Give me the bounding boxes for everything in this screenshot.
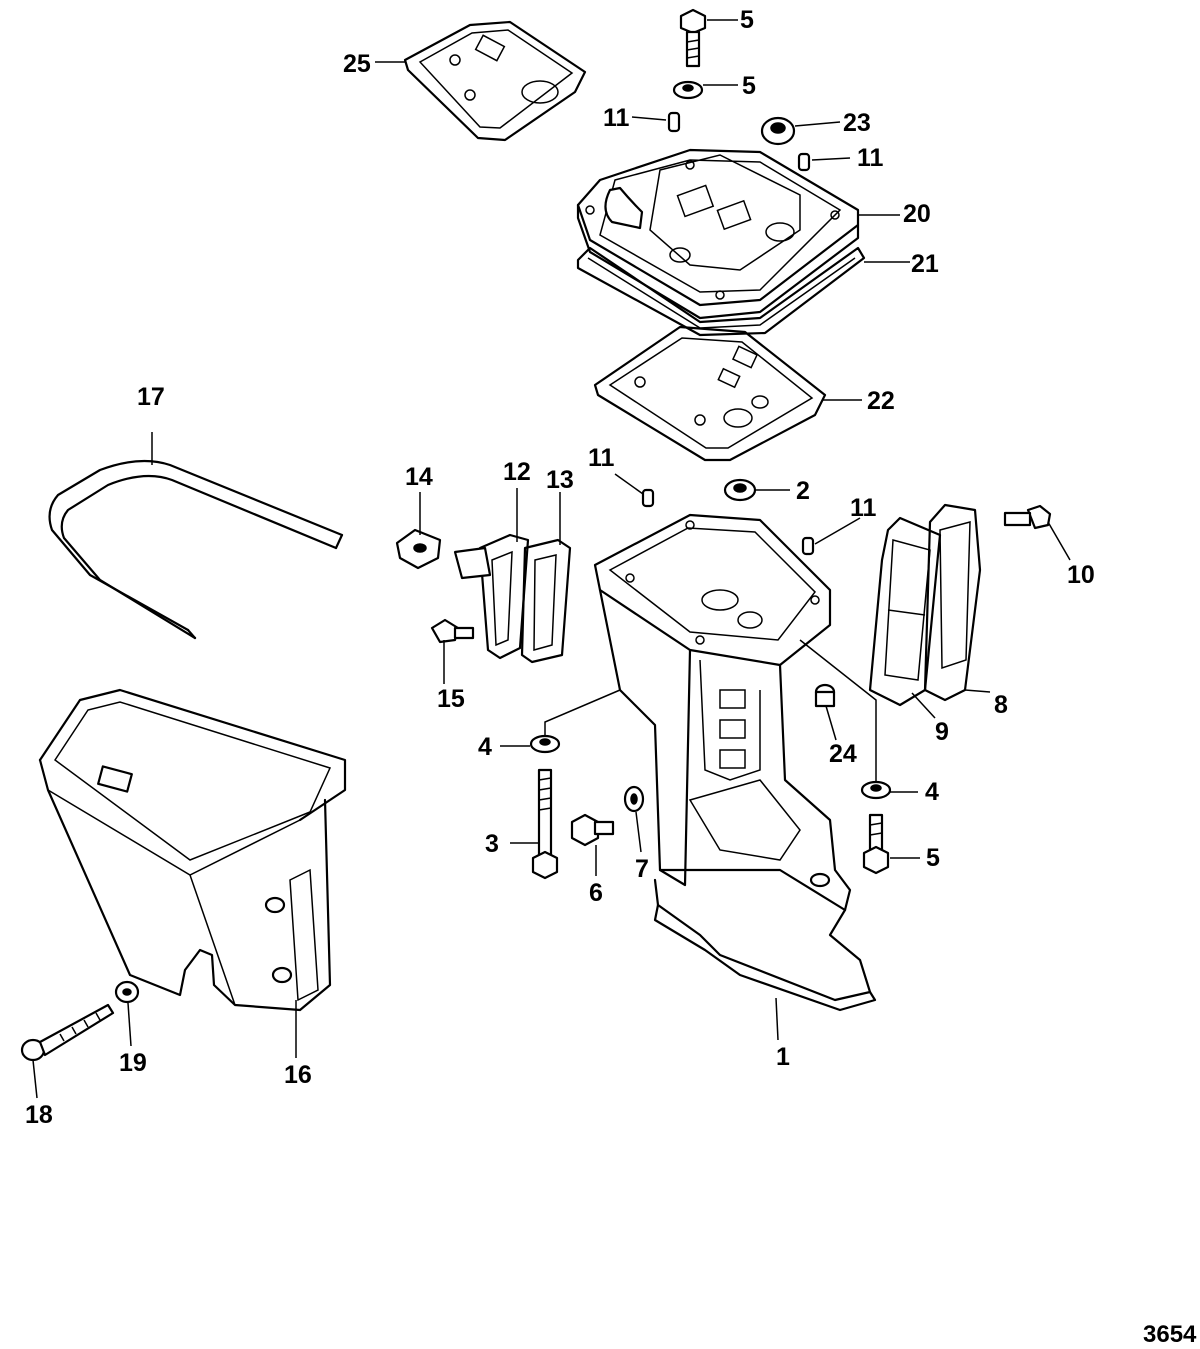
callout-22: 22 — [867, 387, 895, 415]
part-25-gasket — [403, 20, 587, 142]
callout-11: 11 — [588, 444, 615, 472]
callout-11: 11 — [603, 104, 630, 132]
callout-13: 13 — [546, 466, 574, 494]
part-11-dowel-a — [667, 111, 681, 133]
part-12-plate — [453, 533, 530, 660]
callout-25: 25 — [343, 50, 371, 78]
callout-1: 1 — [776, 1043, 790, 1071]
part-4-washer-right — [860, 780, 892, 800]
part-9-gasket — [868, 516, 942, 707]
part-1-driveshaft-housing — [593, 513, 877, 1012]
callout-15: 15 — [437, 685, 465, 713]
callout-11: 11 — [850, 494, 877, 522]
part-3-bolt — [531, 768, 559, 880]
part-11-dowel-b — [797, 152, 811, 172]
part-6-plug — [570, 813, 615, 847]
part-5-washer-top — [672, 80, 704, 100]
callout-9: 9 — [935, 718, 949, 746]
callout-21: 21 — [911, 250, 939, 278]
part-10-bolt — [1003, 504, 1052, 530]
callout-5: 5 — [740, 6, 754, 34]
part-15-bolt — [430, 618, 475, 644]
callout-23: 23 — [843, 109, 871, 137]
part-11-dowel-d — [801, 536, 815, 556]
callout-24: 24 — [829, 740, 857, 768]
part-5-bolt-top — [679, 8, 707, 68]
callout-18: 18 — [25, 1101, 53, 1129]
callout-19: 19 — [119, 1049, 147, 1077]
callout-3: 3 — [485, 830, 499, 858]
part-18-bolt — [20, 1003, 115, 1062]
part-16-lower-cowl — [38, 688, 347, 1012]
callout-6: 6 — [589, 879, 603, 907]
figure-number: 3654 — [1143, 1321, 1197, 1348]
callout-2: 2 — [796, 477, 810, 505]
callout-4: 4 — [925, 778, 939, 806]
part-8-cover — [923, 503, 982, 702]
callout-12: 12 — [503, 458, 531, 486]
part-19-washer — [114, 980, 140, 1004]
part-5-bolt-right — [862, 813, 890, 875]
part-7-washer — [623, 785, 645, 813]
leader-lines — [32, 19, 1071, 1099]
callout-5: 5 — [742, 72, 756, 100]
callout-20: 20 — [903, 200, 931, 228]
callout-11: 11 — [857, 144, 884, 172]
callout-8: 8 — [994, 691, 1008, 719]
part-2-seal — [723, 478, 757, 502]
part-23-seal — [760, 116, 796, 146]
callout-14: 14 — [405, 463, 433, 491]
part-11-dowel-c — [641, 488, 655, 508]
callout-10: 10 — [1067, 561, 1095, 589]
part-17-seal-strip — [48, 459, 344, 640]
callout-17: 17 — [137, 383, 165, 411]
part-20-adapter-plate — [576, 148, 860, 320]
callout-5: 5 — [926, 844, 940, 872]
part-24-plug — [814, 683, 836, 708]
callout-4: 4 — [478, 733, 492, 761]
callout-7: 7 — [635, 855, 649, 883]
part-4-washer-left — [529, 734, 561, 754]
callout-16: 16 — [284, 1061, 312, 1089]
part-14-clip — [395, 528, 442, 570]
part-21-gasket — [576, 246, 866, 337]
callouts: 5 5 25 11 23 11 20 21 22 17 14 12 13 11 … — [25, 6, 1095, 1129]
part-13-gasket — [520, 538, 572, 664]
part-22-gasket — [593, 325, 827, 462]
